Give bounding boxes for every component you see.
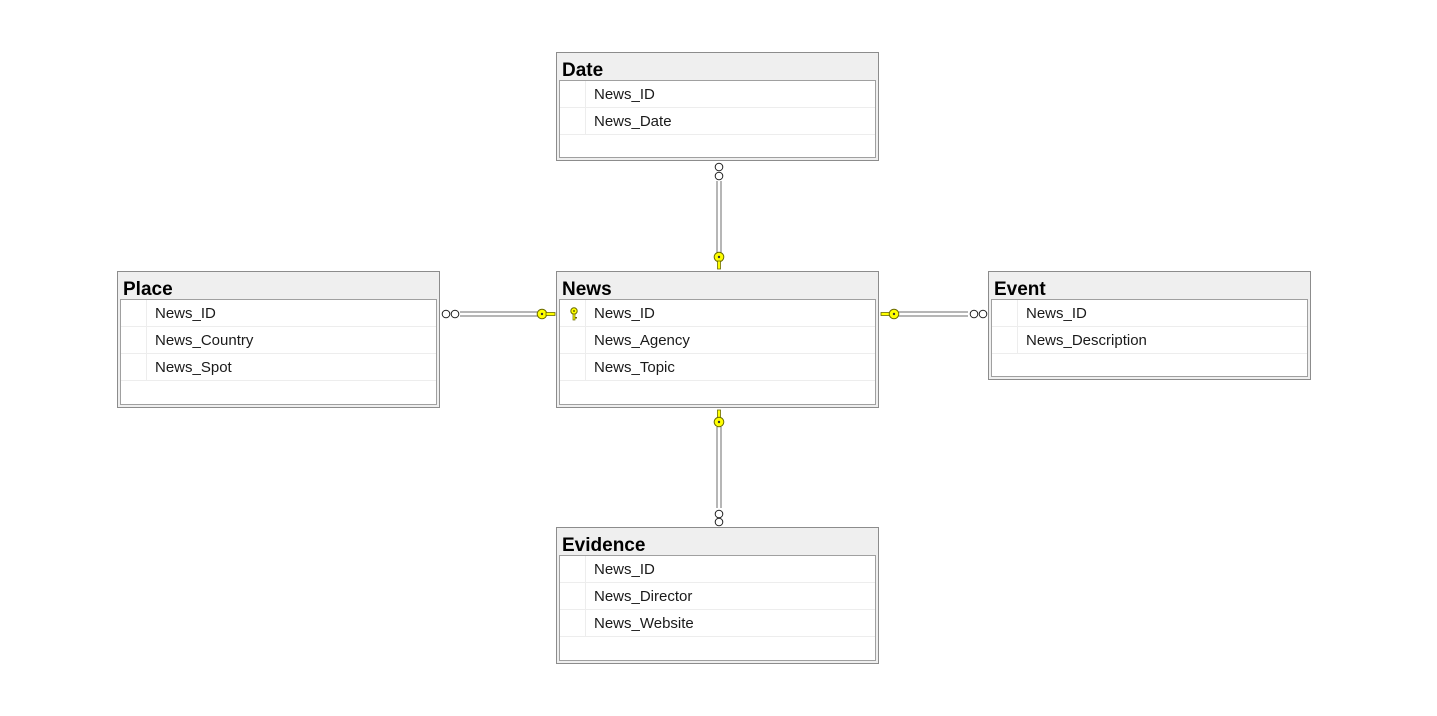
field-row[interactable]: News_ID (560, 81, 875, 108)
row-selector[interactable] (992, 327, 1018, 353)
one-end-key-icon (713, 251, 725, 270)
field-list: News_ID News_Country News_Spot (120, 299, 437, 405)
many-end-infinity-icon (714, 162, 724, 181)
one-end-key-icon (880, 308, 900, 320)
table-title: Date (562, 60, 604, 81)
row-selector[interactable] (121, 300, 147, 326)
many-end-infinity-icon (969, 309, 988, 319)
field-name: News_Director (594, 588, 693, 605)
table-date[interactable]: Date News_ID News_Date (556, 52, 879, 161)
row-selector[interactable] (560, 81, 586, 107)
field-row[interactable]: News_Date (560, 108, 875, 135)
table-evidence[interactable]: Evidence News_ID News_Director News_Webs… (556, 527, 879, 664)
field-list: News_ID News_Description (991, 299, 1308, 377)
field-name: News_Description (1026, 332, 1147, 349)
field-name: News_ID (1026, 305, 1087, 322)
many-end-infinity-icon (441, 309, 460, 319)
row-selector[interactable] (992, 300, 1018, 326)
relationship-place-news[interactable] (441, 308, 556, 320)
field-row[interactable]: News_Spot (121, 354, 436, 381)
row-selector[interactable] (560, 556, 586, 582)
field-list: News_ID News_Director News_Website (559, 555, 876, 661)
field-name: News_ID (594, 561, 655, 578)
field-name: News_Website (594, 615, 694, 632)
table-event[interactable]: Event News_ID News_Description (988, 271, 1311, 380)
relationship-evidence-news[interactable] (713, 409, 725, 527)
field-row[interactable]: News_Director (560, 583, 875, 610)
row-selector[interactable] (560, 583, 586, 609)
field-name: News_Country (155, 332, 254, 349)
table-place[interactable]: Place News_ID News_Country News_Spot (117, 271, 440, 408)
table-title: Event (994, 279, 1046, 300)
field-row[interactable]: News_Country (121, 327, 436, 354)
field-row[interactable]: News_ID (560, 300, 875, 327)
field-name: News_ID (155, 305, 216, 322)
row-selector[interactable] (560, 610, 586, 636)
table-title: Evidence (562, 535, 646, 556)
table-news[interactable]: News News_ID News_Agency N (556, 271, 879, 408)
field-row[interactable]: News_Description (992, 327, 1307, 354)
field-list: News_ID News_Date (559, 80, 876, 158)
field-name: News_Spot (155, 359, 232, 376)
field-row[interactable]: News_Website (560, 610, 875, 637)
field-row[interactable]: News_Topic (560, 354, 875, 381)
table-title: News (562, 279, 612, 300)
one-end-key-icon (536, 308, 556, 320)
field-name: News_Topic (594, 359, 675, 376)
primary-key-icon (570, 307, 578, 321)
field-name: News_Date (594, 113, 672, 130)
row-selector[interactable] (560, 108, 586, 134)
table-title: Place (123, 279, 173, 300)
field-row[interactable]: News_ID (121, 300, 436, 327)
many-end-infinity-icon (714, 509, 724, 527)
row-selector[interactable] (560, 327, 586, 353)
row-selector[interactable] (121, 354, 147, 380)
field-row[interactable]: News_ID (992, 300, 1307, 327)
row-selector[interactable] (560, 300, 586, 326)
row-selector[interactable] (560, 354, 586, 380)
field-row[interactable]: News_Agency (560, 327, 875, 354)
relationship-date-news[interactable] (713, 162, 725, 270)
field-name: News_Agency (594, 332, 690, 349)
field-name: News_ID (594, 305, 655, 322)
field-name: News_ID (594, 86, 655, 103)
one-end-key-icon (713, 409, 725, 428)
field-row[interactable]: News_ID (560, 556, 875, 583)
relationship-event-news[interactable] (880, 308, 988, 320)
field-list: News_ID News_Agency News_Topic (559, 299, 876, 405)
row-selector[interactable] (121, 327, 147, 353)
